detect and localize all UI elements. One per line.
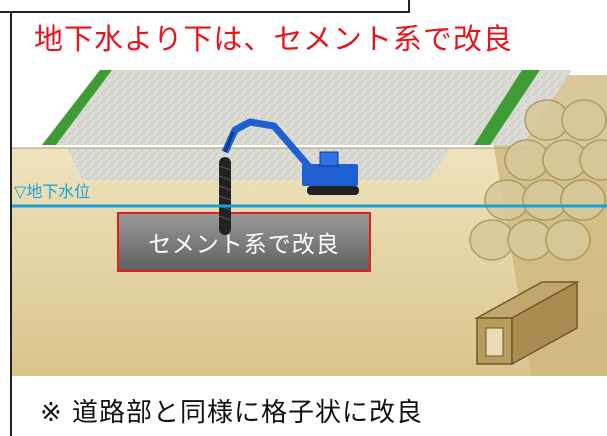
page-title: 地下水より下は、セメント系で改良 <box>34 22 513 56</box>
groundwater-level-label: ▽地下水位 <box>14 182 91 201</box>
grass-strip-right <box>474 70 540 145</box>
improved-zone-label: セメント系で改良 <box>148 232 340 258</box>
stacked-pipes <box>469 99 607 261</box>
auger-column <box>218 157 232 235</box>
grass-strip-left <box>42 70 112 145</box>
cross-section-diagram <box>12 70 607 376</box>
box-culvert <box>474 280 580 366</box>
frame-left-border <box>10 13 12 436</box>
excavator-icon <box>221 118 359 195</box>
footnote: ※ 道路部と同様に格子状に改良 <box>40 398 424 428</box>
frame-top-border <box>0 0 410 13</box>
improved-zone-box <box>117 212 371 272</box>
